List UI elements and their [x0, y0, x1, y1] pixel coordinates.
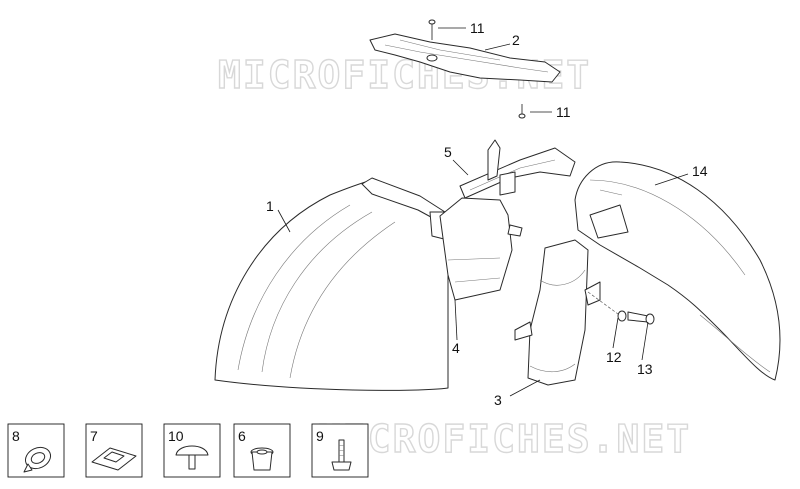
callout-1: 1	[266, 198, 274, 214]
callout-2: 2	[512, 32, 520, 48]
small-part-label-10: 10	[168, 428, 184, 444]
small-part-box-9: 9	[311, 423, 369, 478]
part-14-outer-fender	[574, 161, 781, 381]
part-11-screw-bottom	[518, 104, 526, 119]
small-part-box-10: 10	[163, 423, 221, 478]
small-part-label-9: 9	[316, 428, 324, 444]
part-5-bridge-brace	[459, 139, 576, 199]
small-part-box-7: 7	[85, 423, 143, 478]
small-part-label-6: 6	[238, 428, 246, 444]
part-1-front-fender	[214, 177, 449, 391]
callout-4: 4	[452, 340, 460, 356]
callout-14: 14	[692, 163, 708, 179]
leader-lines	[277, 27, 689, 397]
part-2-cover-plate	[369, 33, 561, 83]
small-part-box-8: 8	[7, 423, 65, 478]
part-13-bolt	[627, 311, 655, 325]
part-12-washer	[617, 310, 627, 322]
callout-12: 12	[606, 349, 622, 365]
watermark-bottom: MICROFICHES.NET	[318, 417, 691, 461]
part-4-inner-bracket	[439, 197, 523, 301]
assembly-axis-line	[587, 291, 619, 315]
part-11-screw-top	[428, 19, 436, 40]
callout-11-bottom: 11	[556, 104, 571, 120]
callout-13: 13	[637, 361, 653, 377]
callout-3: 3	[494, 392, 502, 408]
callout-11-top: 11	[470, 20, 485, 36]
small-part-box-6: 6	[233, 423, 291, 478]
small-part-label-8: 8	[12, 428, 20, 444]
part-3-fork-guard	[514, 239, 601, 386]
callout-5: 5	[444, 144, 452, 160]
small-part-label-7: 7	[90, 428, 98, 444]
